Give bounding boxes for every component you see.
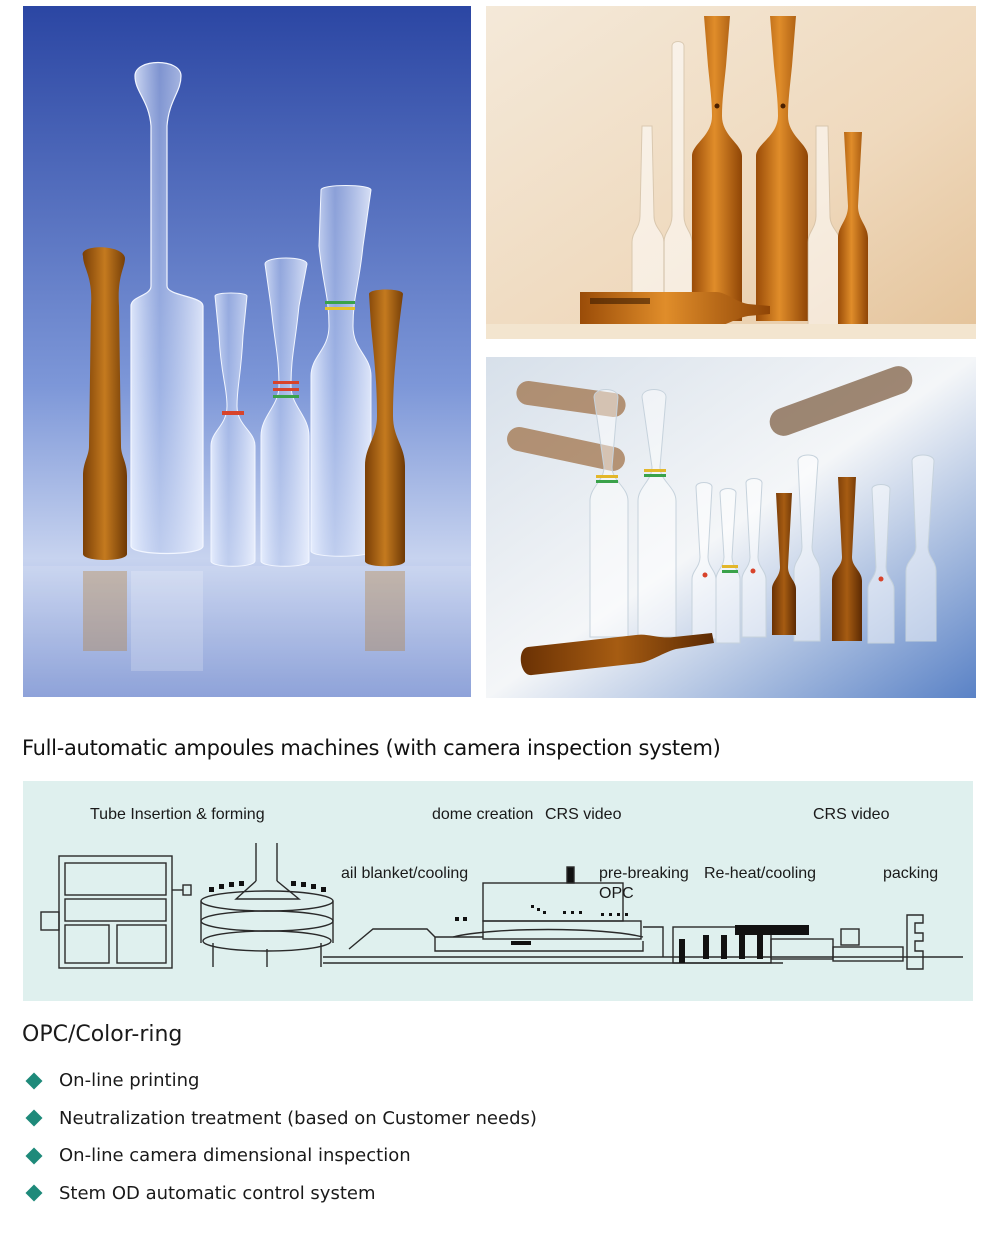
machine-line-drawing <box>40 843 963 970</box>
stage-crs-video-1: CRS video <box>545 806 622 823</box>
diamond-bullet-icon <box>25 1109 43 1127</box>
stage-reheat-cooling: Re-heat/cooling <box>704 865 817 882</box>
stage-opc: OPC <box>599 885 634 902</box>
stage-tube-insertion: Tube Insertion & forming <box>90 806 265 823</box>
feature-text: Stem OD automatic control system <box>59 1182 376 1204</box>
diamond-bullet-icon <box>25 1147 43 1165</box>
stage-packing: packing <box>883 865 939 882</box>
feature-list: On-line printing Neutralization treatmen… <box>24 1062 537 1212</box>
ampoule-photo-assorted <box>486 357 976 698</box>
feature-text: Neutralization treatment (based on Custo… <box>59 1107 537 1129</box>
feature-item: Stem OD automatic control system <box>24 1175 537 1213</box>
stage-crs-video-2: CRS video <box>813 806 890 823</box>
feature-item: On-line camera dimensional inspection <box>24 1137 537 1175</box>
feature-item: Neutralization treatment (based on Custo… <box>24 1100 537 1138</box>
feature-text: On-line camera dimensional inspection <box>59 1145 411 1167</box>
machine-section-title: Full-automatic ampoules machines (with c… <box>22 736 721 760</box>
feature-item: On-line printing <box>24 1062 537 1100</box>
stage-pre-breaking: pre-breaking <box>599 865 689 882</box>
diamond-bullet-icon <box>25 1072 43 1090</box>
machine-diagram: Tube Insertion & forming dome creation C… <box>23 781 973 1001</box>
features-title: OPC/Color-ring <box>22 1022 183 1047</box>
diamond-bullet-icon <box>25 1184 43 1202</box>
ampoule-photo-amber <box>486 6 976 339</box>
stage-dome-creation: dome creation <box>432 806 534 823</box>
ampoule-photo-blue <box>23 6 471 697</box>
feature-text: On-line printing <box>59 1070 200 1092</box>
stage-air-blanket: ail blanket/cooling <box>341 865 469 882</box>
